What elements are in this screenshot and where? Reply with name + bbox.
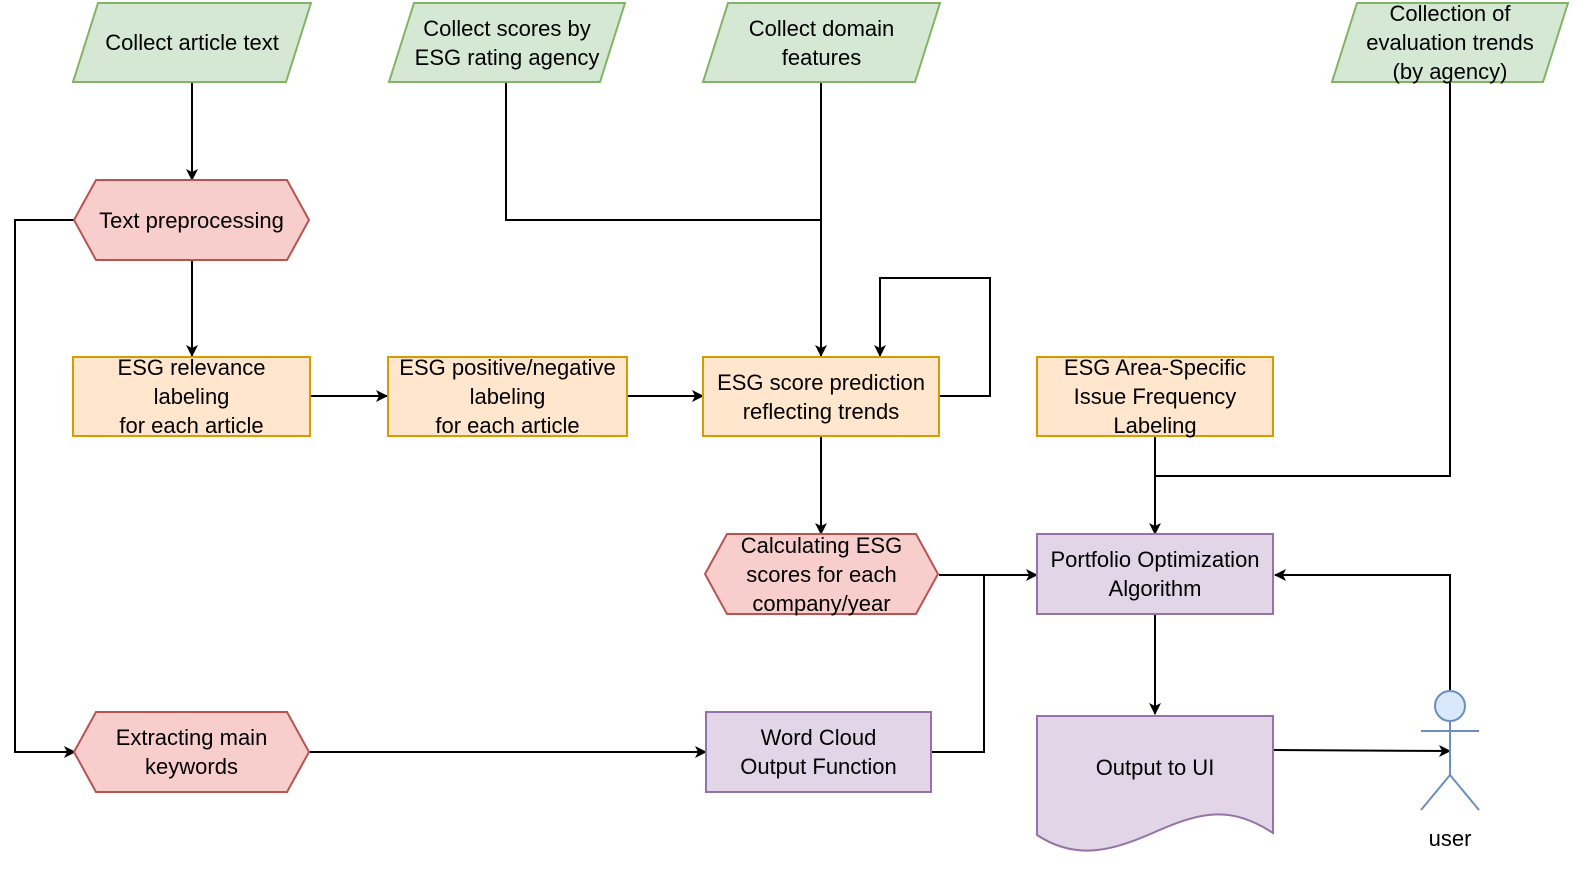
edge-trends-to-portfolio [1155, 82, 1451, 477]
node-collect-article-text-shape [71, 1, 313, 83]
user-actor-leg-left [1420, 774, 1451, 811]
label-esg-relevance: ESG relevance labeling for each article [117, 355, 266, 438]
edge-wordcloud-to-portfolio [931, 575, 985, 753]
node-collect-scores-shape [387, 1, 627, 83]
node-wordcloud-shape [705, 711, 932, 793]
label-collect-trends: Collection of evaluation trends (by agen… [1366, 1, 1534, 84]
node-text-preprocessing-shape [72, 179, 311, 261]
label-esg-prediction: ESG score prediction reflecting trends [717, 369, 925, 424]
label-collect-article-text: Collect article text [105, 30, 279, 55]
edges [14, 82, 1451, 758]
node-output-ui-shape [1036, 715, 1274, 852]
user-actor-head [1434, 690, 1466, 722]
user-actor-leg-right [1449, 774, 1480, 811]
edge-user-to-portfolio [1274, 569, 1451, 690]
label-wordcloud: Word Cloud Output Function [740, 725, 897, 779]
label-calc-scores: Calculating ESG scores for each company/… [740, 532, 903, 616]
node-esg-prediction-shape [702, 356, 940, 437]
edge-output-to-user [1272, 744, 1451, 757]
label-esg-area: ESG Area-Specific Issue Frequency Labeli… [1063, 355, 1247, 438]
label-collect-scores: Collect scores by ESG rating agency [414, 15, 600, 70]
edge-scores-to-prediction [505, 82, 821, 221]
node-portfolio-shape [1036, 533, 1274, 615]
label-keywords: Extracting main keywords [115, 725, 268, 779]
edge-preprocessing-to-keywords [14, 219, 76, 758]
label-portfolio: Portfolio Optimization Algorithm [1050, 547, 1260, 601]
user-actor-icon [1420, 690, 1480, 811]
node-collect-trends-shape [1330, 1, 1570, 83]
node-keywords-shape [72, 711, 311, 793]
node-calc-scores-shape [703, 533, 940, 615]
node-esg-posneg-shape [387, 356, 628, 437]
node-collect-domain-shape [701, 1, 942, 83]
edge-prediction-self-loop [874, 277, 991, 397]
label-text-preprocessing: Text preprocessing [99, 207, 284, 233]
label-output-ui: Output to UI [1095, 754, 1215, 780]
label-esg-posneg: ESG positive/negative labeling for each … [399, 355, 616, 438]
node-esg-relevance-shape [72, 356, 311, 437]
label-collect-domain: Collect domain features [748, 15, 895, 70]
label-user: user [1428, 825, 1472, 851]
node-esg-area-shape [1036, 356, 1274, 437]
